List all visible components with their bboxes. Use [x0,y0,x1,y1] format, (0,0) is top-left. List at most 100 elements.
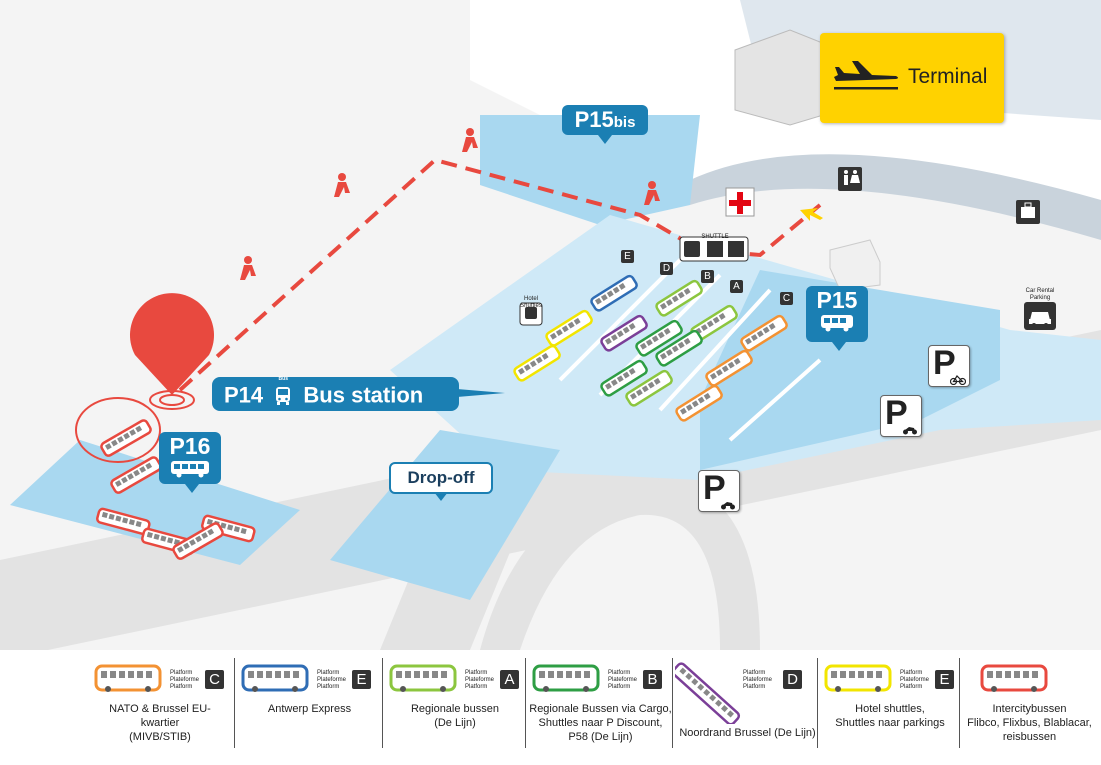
intercity-bus-icon [980,664,1048,692]
bus-icon: Bus [275,377,291,416]
highlight-circle [75,397,161,463]
legend-description-line: Antwerp Express [267,703,352,715]
hotel-shuttle-sign-icon [519,302,543,326]
pedestrian-icon [462,128,478,152]
bus-icon [241,664,309,692]
shuttle-sign-icon [679,236,749,262]
dropoff-label: Drop-off [389,462,493,501]
legend-separator [817,658,818,748]
platform-word: Plateforme [170,677,200,683]
car-icon [1024,302,1056,330]
legend-description-line: Shuttles naar P Discount, [538,717,663,729]
legend-description-line: reisbussen [1002,731,1057,743]
bus-icon [513,344,561,382]
bus-icon [590,274,638,312]
parking-letter: P [703,469,726,507]
bus-icon [600,314,648,352]
legend-platform-letter: B [643,670,662,689]
bus-icon [625,369,673,407]
legend-platform-letter: D [783,670,802,689]
legend-platform-letter: C [205,670,224,689]
parking-letter: P [885,394,908,432]
legend-description-line: Hotel shuttles, [855,703,925,715]
platform-word: Plateforme [608,677,638,683]
motorcycle-icon [720,497,736,510]
legend-description-line: Shuttles naar parkings [835,717,945,729]
bus-icon [545,309,593,347]
platform-word: Platform [170,684,193,690]
legend-platform-letter: A [500,670,519,689]
legend-description-line: NATO & Brussel EU-kwartier [109,703,211,729]
platform-word: Platform [743,670,766,676]
legend-platform-letter: E [352,670,371,689]
platform-word: Platform [743,684,766,690]
parking-sign: P [698,469,740,512]
bus-icon [635,319,683,357]
p15bis-main: P15 [574,107,614,132]
bus-icon [824,664,892,692]
intercity-bus-icon [96,507,151,536]
legend-description: Regionale Bussen via Cargo, Shuttles naar… [528,702,673,744]
parking-letter: P [933,344,956,382]
legend-description: Antwerp Express [237,702,382,716]
bus-icon [821,315,853,332]
bus-icon [171,461,209,478]
parking-sign: P [928,344,970,387]
bus-icon [600,359,648,397]
hotel-shuttles-caption: Hotel Shuttles [520,296,542,309]
parking-sign: P [880,394,922,437]
intercity-bus-icon [201,514,256,543]
pedestrian-icons [240,128,660,280]
p16-text: P16 [169,433,211,459]
legend-separator [234,658,235,748]
bus-icon [705,349,753,387]
loop-inner [520,514,720,650]
terminal-canopy [690,154,1101,240]
platform-word: Platform [608,684,631,690]
p16-label: P16 [159,432,221,493]
platform-word: Platform [900,684,923,690]
legend-description-line: Regionale bussen [410,703,500,715]
platform-word: Plateforme [317,677,347,683]
bus-icon [94,664,162,692]
legend-separator [672,658,673,748]
legend-description: Noordrand Brussel (De Lijn) [675,726,820,740]
bicycle-icon [949,372,967,386]
bus-icon [675,662,741,724]
platform-letter-a: A [730,280,743,293]
platform-word: Platform [317,670,340,676]
platform-word: Platform [465,684,488,690]
pedestrian-icon [240,256,256,280]
bus-icon [655,329,703,367]
legend-description-line: (MIVB/STIB) [129,731,191,743]
bus-icon [532,664,600,692]
legend-separator [959,658,960,748]
bus-icon [389,664,457,692]
bus-icon [675,384,723,422]
legend-description: Hotel shuttles, Shuttles naar parkings [820,702,960,730]
bus-icon-caption: Bus [278,376,288,382]
legend-description-line: Flibco, Flixbus, Blablacar, [967,717,1092,729]
p15bis-sub: bis [613,114,636,131]
p14-bus-station-label: P14 Bus Bus station [212,377,505,411]
legend-platform-letter: E [935,670,954,689]
motorcycle-icon [902,422,918,435]
platform-word: Platform [317,684,340,690]
buses [96,274,788,560]
legend-description-line: Regionale Bussen via Cargo, [529,703,672,715]
platform-word: Platform [900,670,923,676]
legend-description-line: P58 (De Lijn) [568,731,633,743]
intercity-bus-icon [110,456,162,494]
platform-word: Platform [608,670,631,676]
toilets-icon [838,167,862,191]
p15bis-label: P15bis [562,105,648,144]
